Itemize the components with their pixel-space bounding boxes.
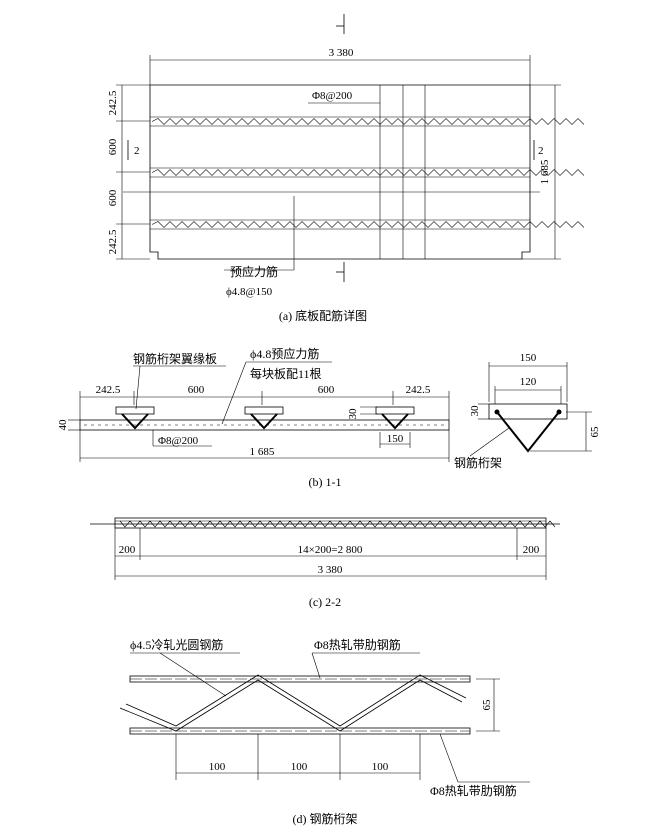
truss-label: 钢筋桁架 bbox=[454, 455, 502, 470]
panel-a-plan: 3 380 2 2 Φ8@200 bbox=[107, 14, 585, 323]
sec-dim-40: 40 bbox=[57, 419, 69, 431]
truss-unit-2 bbox=[244, 406, 284, 430]
c-dim-left: 200 bbox=[119, 544, 136, 556]
plan-left-dim-3: 600 bbox=[107, 189, 119, 206]
panel-c-section: 200 14×200=2 800 200 3 380 (c) 2-2 bbox=[90, 517, 560, 609]
d-pitch-1: 100 bbox=[209, 761, 226, 773]
truss-detail: 150 120 30 65 钢筋桁架 bbox=[454, 352, 601, 470]
truss-unit-3 bbox=[375, 406, 415, 430]
sec-top-dim-2: 600 bbox=[188, 384, 205, 396]
sec-top-dim-4: 242.5 bbox=[406, 384, 431, 396]
detail-65: 65 bbox=[589, 426, 601, 438]
section-2-mark-left: 2 bbox=[134, 145, 140, 157]
caption-a: (a) 底板配筋详图 bbox=[279, 308, 367, 323]
mesh-strip-3 bbox=[150, 219, 585, 230]
sec-top-dim-3: 600 bbox=[318, 384, 335, 396]
caption-d: (d) 钢筋桁架 bbox=[293, 811, 358, 826]
d-pitch-2: 100 bbox=[291, 761, 308, 773]
d-pitch-3: 100 bbox=[372, 761, 389, 773]
sec-bottom-rebar: Φ8@200 bbox=[158, 435, 199, 447]
sec-dim-150: 150 bbox=[387, 433, 404, 445]
section-2-mark-right: 2 bbox=[538, 145, 544, 157]
panel-b-section: 242.5 600 600 242.5 钢筋桁架翼缘板 ϕ4.8预应力筋 每块板… bbox=[57, 346, 601, 489]
sec-dim-30: 30 bbox=[347, 408, 359, 420]
c-dim-right: 200 bbox=[523, 544, 540, 556]
mesh-strip-2 bbox=[150, 167, 585, 178]
plan-prestress-label: 预应力筋 bbox=[230, 264, 278, 279]
panel-d-truss: ϕ4.5冷轧光圆钢筋 Φ8热轧带肋钢筋 65 100 100 100 Φ8热轧带… bbox=[119, 637, 530, 826]
caption-b: (b) 1-1 bbox=[309, 475, 342, 489]
d-diag-label: ϕ4.5冷轧光圆钢筋 bbox=[130, 637, 223, 652]
mesh-strip-1 bbox=[150, 116, 585, 127]
detail-150: 150 bbox=[520, 352, 537, 364]
sec-prestress-label: ϕ4.8预应力筋 bbox=[250, 346, 319, 361]
d-bottom-label: Φ8热轧带肋钢筋 bbox=[430, 783, 517, 798]
count-label: 每块板配11根 bbox=[250, 366, 322, 381]
plan-height-label: 1 685 bbox=[539, 159, 551, 184]
flange-label: 钢筋桁架翼缘板 bbox=[133, 351, 217, 366]
plan-left-dim-4: 242.5 bbox=[107, 229, 119, 254]
plan-width-label: 3 380 bbox=[329, 47, 354, 59]
d-top-label: Φ8热轧带肋钢筋 bbox=[314, 637, 401, 652]
sec-top-dim-1: 242.5 bbox=[96, 384, 121, 396]
d-height: 65 bbox=[481, 699, 493, 711]
plan-left-dim-2: 600 bbox=[107, 138, 119, 155]
plan-prestress-spec: ϕ4.8@150 bbox=[226, 286, 273, 298]
detail-30: 30 bbox=[469, 405, 481, 417]
plan-left-dim-1: 242.5 bbox=[107, 90, 119, 115]
plan-rebar-label: Φ8@200 bbox=[312, 90, 353, 102]
c-total: 3 380 bbox=[318, 564, 343, 576]
sec-total: 1 685 bbox=[250, 446, 275, 458]
c-dim-mid: 14×200=2 800 bbox=[298, 544, 363, 556]
truss-unit-1 bbox=[115, 406, 155, 430]
caption-c: (c) 2-2 bbox=[309, 595, 341, 609]
detail-120: 120 bbox=[520, 376, 537, 388]
